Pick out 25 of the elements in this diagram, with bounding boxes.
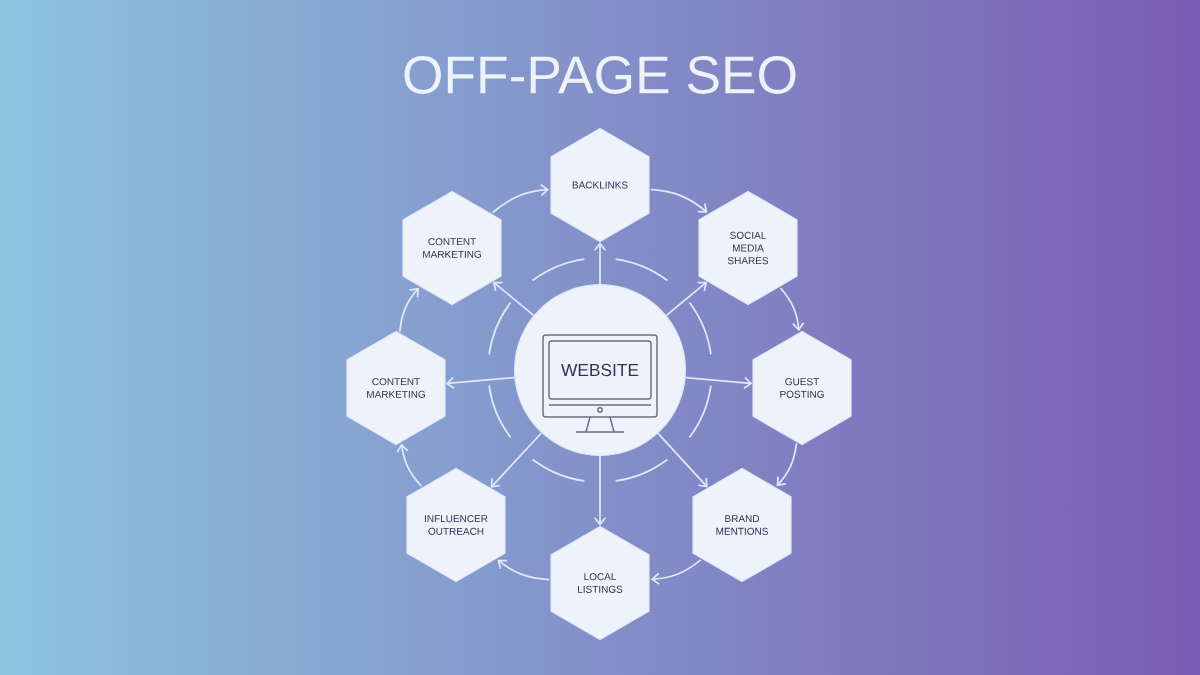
title: OFF-PAGE SEO bbox=[404, 56, 796, 94]
arrow bbox=[650, 188, 708, 213]
hexagon-box: SOCIAL MEDIA SHARES bbox=[698, 190, 798, 306]
arrow bbox=[398, 287, 419, 333]
arrow bbox=[593, 455, 607, 526]
hexagon-box: GUEST POSTING bbox=[752, 330, 852, 446]
arrow bbox=[396, 443, 423, 488]
arrow bbox=[593, 242, 607, 285]
arrow bbox=[445, 376, 516, 390]
arrow bbox=[779, 287, 805, 332]
arrow bbox=[684, 376, 753, 390]
arrow bbox=[657, 432, 708, 488]
hexagon-box: BACKLINKS bbox=[550, 127, 650, 243]
arrow bbox=[776, 442, 798, 487]
hexagon-box: LOCAL LISTINGS bbox=[550, 525, 650, 641]
arrow bbox=[650, 559, 702, 585]
hexagon-box: BRAND MENTIONS bbox=[692, 467, 792, 583]
arrow bbox=[491, 183, 550, 214]
arrow bbox=[492, 281, 535, 317]
arrow bbox=[665, 281, 708, 317]
hexagon-box: CONTENT MARKETING bbox=[402, 190, 502, 306]
arrow bbox=[490, 432, 543, 488]
hexagon-box: INFLUENCER OUTREACH bbox=[406, 467, 506, 583]
arrow bbox=[497, 559, 550, 581]
hexagon-box: CONTENT MARKETING bbox=[346, 330, 446, 446]
